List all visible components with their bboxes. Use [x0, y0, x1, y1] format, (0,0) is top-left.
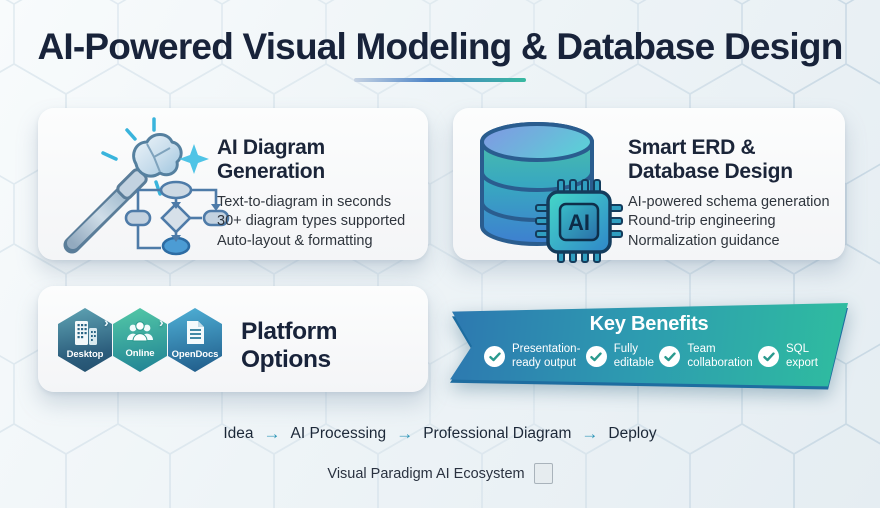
benefit-item: Presentation- ready output	[484, 343, 580, 370]
feature-line: Round-trip engineering	[628, 213, 776, 230]
benefit-label: Presentation- ready output	[512, 343, 581, 369]
benefit-item: Team collaboration	[659, 343, 753, 370]
key-benefits-banner: Key Benefits Presentation- ready output	[450, 303, 848, 393]
page-title: AI-Powered Visual Modeling & Database De…	[37, 26, 843, 67]
platform-badge-label: OpenDocs	[171, 349, 219, 360]
buildings-icon	[75, 321, 97, 345]
flow-step: Professional Diagram	[423, 425, 572, 442]
benefit-label: SQL export	[786, 343, 818, 369]
card-heading: AI Diagram Generation	[217, 136, 325, 183]
arrow-right-icon: →	[396, 424, 414, 443]
feature-line: AI-powered schema generation	[628, 194, 830, 211]
benefit-item: Fully editable	[585, 343, 655, 370]
platform-badge-opendocs: OpenDocs	[168, 308, 222, 372]
ai-chip-label: AI	[568, 210, 590, 235]
card-heading: Platform Options	[241, 318, 338, 373]
feature-line: 30+ diagram types supported	[217, 213, 406, 230]
card-feature-list: Text-to-diagram in seconds 30+ diagram t…	[217, 193, 417, 251]
key-benefits-heading: Key Benefits	[589, 313, 709, 335]
flow-step: Idea	[223, 425, 254, 442]
platform-badge-label: Desktop	[66, 349, 104, 360]
card-feature-list: AI-powered schema generation Round-trip …	[628, 193, 833, 251]
card-ai-diagram-generation: AI Diagram Generation Text-to-diagram in…	[38, 108, 428, 260]
footer: Visual Paradigm AI Ecosystem	[0, 463, 880, 484]
checkmark-icon	[585, 346, 607, 368]
arrow-right-icon: →	[581, 424, 599, 443]
arrow-right-icon: →	[263, 424, 281, 443]
database-ai-chip-icon: AI	[465, 114, 625, 269]
title-accent-underline	[354, 78, 526, 82]
benefit-item: SQL export	[758, 343, 818, 370]
benefit-label: Team collaboration	[687, 343, 753, 369]
platform-badge-label: Online	[125, 348, 155, 359]
checkmark-icon	[758, 346, 779, 368]
card-platform-options: Desktop Online	[38, 286, 428, 392]
chevron-right-icon: ›	[159, 314, 164, 330]
document-icon	[187, 321, 204, 344]
flow-step: Deploy	[608, 425, 657, 442]
card-smart-erd-database-design: AI Smart ERD & Database Design AI-powere…	[453, 108, 845, 263]
platform-badges: Desktop Online	[58, 308, 223, 372]
feature-line: Auto-layout & formatting	[217, 232, 373, 249]
feature-line: Normalization guidance	[628, 232, 780, 249]
chevron-right-icon: ›	[104, 314, 109, 330]
missing-glyph-box	[533, 463, 553, 484]
checkmark-icon	[659, 346, 681, 368]
magic-wand-flowchart-icon	[42, 112, 237, 265]
feature-line: Text-to-diagram in seconds	[217, 194, 392, 211]
checkmark-icon	[484, 346, 505, 368]
people-icon	[127, 321, 153, 342]
key-benefits-list: Presentation- ready output Fully editabl…	[450, 336, 848, 370]
card-heading: Smart ERD & Database Design	[628, 136, 793, 183]
flow-step: AI Processing	[290, 425, 387, 442]
benefit-label: Fully editable	[613, 343, 655, 369]
footer-label: Visual Paradigm AI Ecosystem	[327, 465, 525, 482]
process-flow: Idea → AI Processing → Professional Diag…	[0, 424, 880, 444]
